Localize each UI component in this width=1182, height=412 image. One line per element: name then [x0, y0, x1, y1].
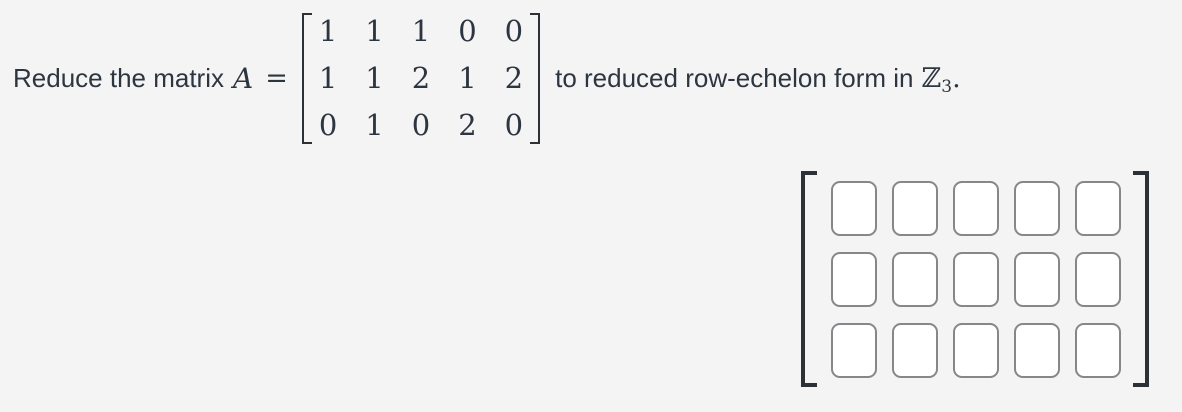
answer-cell-r2c0[interactable] [831, 323, 877, 378]
answer-cell-r2c1[interactable] [892, 323, 938, 378]
double-struck-z: ℤ [921, 62, 942, 94]
answer-cell-r2c2[interactable] [953, 323, 999, 378]
matrix-a-cell: 1 [365, 107, 384, 142]
matrix-a: 1 1 1 0 0 1 1 2 1 2 0 1 0 2 0 [301, 12, 541, 145]
problem-statement: Reduce the matrix A = 1 1 1 0 0 1 1 2 1 … [13, 0, 961, 156]
matrix-a-open-bracket [301, 12, 312, 144]
equals-sign: = [265, 62, 288, 94]
problem-text-after: to reduced row-echelon form in [555, 62, 914, 93]
answer-close-bracket [1133, 171, 1149, 387]
matrix-a-cell: 0 [504, 107, 524, 142]
answer-matrix [801, 171, 1149, 387]
matrix-a-cell: 0 [411, 107, 431, 142]
matrix-a-cell: 1 [365, 13, 384, 48]
matrix-a-cell: 2 [458, 107, 477, 142]
matrix-a-grid: 1 1 1 0 0 1 1 2 1 2 0 1 0 2 0 [312, 12, 530, 145]
ring-z3-symbol: ℤ3. [921, 62, 961, 97]
matrix-a-cell: 1 [411, 13, 431, 48]
answer-cell-r0c1[interactable] [892, 181, 938, 236]
answer-cell-r0c2[interactable] [953, 181, 999, 236]
answer-cell-r1c2[interactable] [953, 252, 999, 307]
matrix-a-cell: 0 [458, 13, 477, 48]
matrix-a-cell: 1 [365, 60, 384, 95]
matrix-a-cell: 1 [458, 60, 477, 95]
problem-text-before: Reduce the matrix [13, 62, 224, 93]
answer-cell-r0c3[interactable] [1014, 181, 1060, 236]
answer-cell-r2c3[interactable] [1014, 323, 1060, 378]
matrix-a-cell: 0 [504, 13, 524, 48]
matrix-a-cell: 0 [318, 107, 338, 142]
answer-cell-r1c1[interactable] [892, 252, 938, 307]
matrix-a-cell: 1 [318, 13, 338, 48]
answer-cell-r0c0[interactable] [831, 181, 877, 236]
matrix-a-close-bracket [530, 12, 541, 144]
matrix-a-cell: 1 [318, 60, 338, 95]
answer-cell-r1c3[interactable] [1014, 252, 1060, 307]
answer-open-bracket [801, 171, 817, 387]
matrix-symbol-a: A [232, 61, 254, 95]
answer-cell-r0c4[interactable] [1075, 181, 1121, 236]
answer-cell-r2c4[interactable] [1075, 323, 1121, 378]
matrix-a-cell: 2 [504, 60, 524, 95]
ring-subscript: 3 [941, 76, 953, 97]
matrix-a-cell: 2 [411, 60, 431, 95]
answer-grid [817, 171, 1133, 387]
sentence-period: . [952, 62, 961, 94]
answer-cell-r1c4[interactable] [1075, 252, 1121, 307]
answer-cell-r1c0[interactable] [831, 252, 877, 307]
